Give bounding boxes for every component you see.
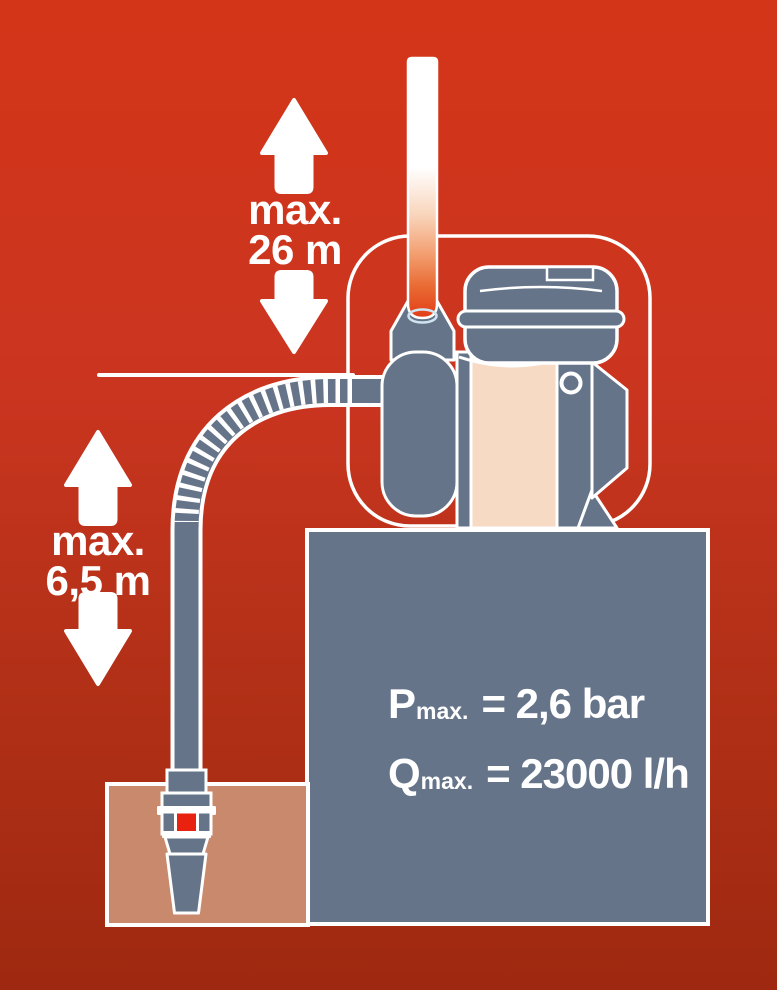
filter-neck — [163, 835, 210, 856]
pump-flange-ring — [455, 350, 473, 530]
pipe-socket — [407, 308, 438, 324]
dimension-arrows — [64, 98, 328, 686]
up-arrow-icon — [260, 98, 328, 194]
tank-cap — [545, 265, 595, 282]
flow-subscript: max. — [420, 768, 474, 794]
pump-volute — [380, 350, 459, 518]
filter-foot — [165, 852, 208, 915]
discharge-pipe — [406, 56, 439, 320]
suction-hose — [170, 375, 392, 775]
tank-weld-flange — [456, 309, 626, 329]
spec-pressure: Pmax. = 2,6 bar — [388, 680, 645, 732]
motor-foot — [576, 488, 619, 530]
suction-height-value: 6,5 m — [45, 557, 151, 604]
suction-filter — [157, 768, 216, 915]
vent-plug-icon — [559, 371, 583, 395]
pressure-symbol: P — [388, 680, 416, 727]
motor-midsection — [469, 358, 560, 530]
delivery-head-value: 26 m — [248, 226, 342, 273]
flow-value: = 23000 l/h — [486, 750, 690, 797]
down-arrow-icon — [260, 270, 328, 354]
tank-highlight — [479, 285, 603, 293]
pedestal-box — [305, 528, 710, 926]
water-level-line — [97, 373, 355, 377]
hose-ribs — [174, 379, 352, 523]
spec-flow-rate: Qmax. = 23000 l/h — [388, 750, 690, 802]
pressure-value: = 2,6 bar — [481, 680, 645, 727]
delivery-head-prefix: max. — [248, 186, 342, 233]
pressure-subscript: max. — [416, 698, 469, 724]
delivery-head-label: max. 26 m — [205, 186, 385, 273]
pump-unit — [380, 265, 629, 530]
suction-height-label: max. 6,5 m — [8, 517, 188, 604]
filter-coupling — [165, 768, 208, 796]
suction-height-prefix: max. — [51, 517, 145, 564]
down-arrow-icon — [64, 592, 132, 686]
flow-symbol: Q — [388, 750, 421, 797]
up-arrow-icon — [64, 430, 132, 526]
hose-core — [174, 379, 392, 775]
filter-valve-window — [174, 810, 199, 836]
motor-end-cap — [590, 360, 629, 500]
